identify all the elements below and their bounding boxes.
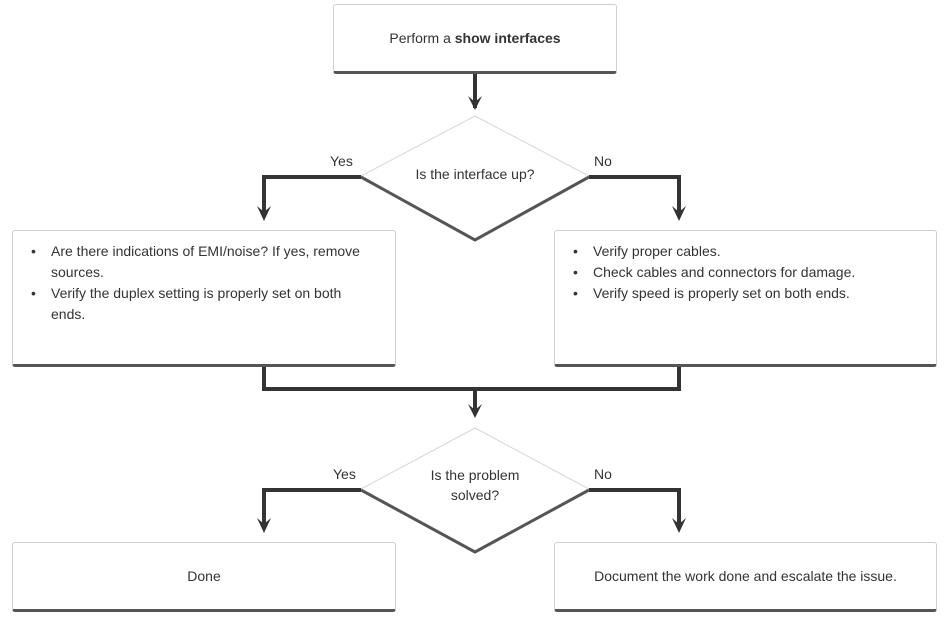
escalate-box: Document the work done and escalate the … xyxy=(554,542,937,612)
decision2-no-label: No xyxy=(594,466,612,482)
decision2-yes-label: Yes xyxy=(333,466,356,482)
connector-merge xyxy=(262,367,681,391)
yes-branch-list: Are there indications of EMI/noise? If y… xyxy=(27,241,381,325)
no-branch-box: Verify proper cables. Check cables and c… xyxy=(554,230,937,367)
escalate-text: Document the work done and escalate the … xyxy=(594,568,897,584)
arrowhead-right-box xyxy=(672,206,686,221)
connector-decision1-no xyxy=(589,175,681,216)
decision2-question-line2: solved? xyxy=(450,487,500,503)
yes-branch-box: Are there indications of EMI/noise? If y… xyxy=(12,230,396,367)
arrowhead-decision2 xyxy=(468,404,482,418)
decision2-question-line1: Is the problem xyxy=(430,467,520,483)
decision1-no-label: No xyxy=(594,153,612,169)
arrowhead-decision1 xyxy=(468,96,482,110)
list-item: Are there indications of EMI/noise? If y… xyxy=(27,241,371,283)
list-item: Verify proper cables. xyxy=(569,241,922,262)
done-box: Done xyxy=(12,542,396,612)
arrowhead-escalate xyxy=(672,518,686,533)
arrowhead-left-box xyxy=(257,206,271,221)
connector-decision2-yes xyxy=(262,488,361,528)
decision2-question: Is the problem solved? xyxy=(395,465,555,505)
decision1-yes-label: Yes xyxy=(330,153,353,169)
list-item: Verify speed is properly set on both end… xyxy=(569,283,922,304)
start-box: Perform a show interfaces xyxy=(333,4,617,74)
connector-decision2-no xyxy=(589,488,681,528)
decision1-question: Is the interface up? xyxy=(415,166,535,182)
connector-decision1-yes xyxy=(262,175,361,216)
start-text: Perform a show interfaces xyxy=(389,30,561,46)
list-item: Verify the duplex setting is properly se… xyxy=(27,283,371,325)
arrowhead-done xyxy=(257,518,271,533)
list-item: Check cables and connectors for damage. xyxy=(569,262,922,283)
no-branch-list: Verify proper cables. Check cables and c… xyxy=(569,241,922,304)
done-text: Done xyxy=(187,568,221,584)
